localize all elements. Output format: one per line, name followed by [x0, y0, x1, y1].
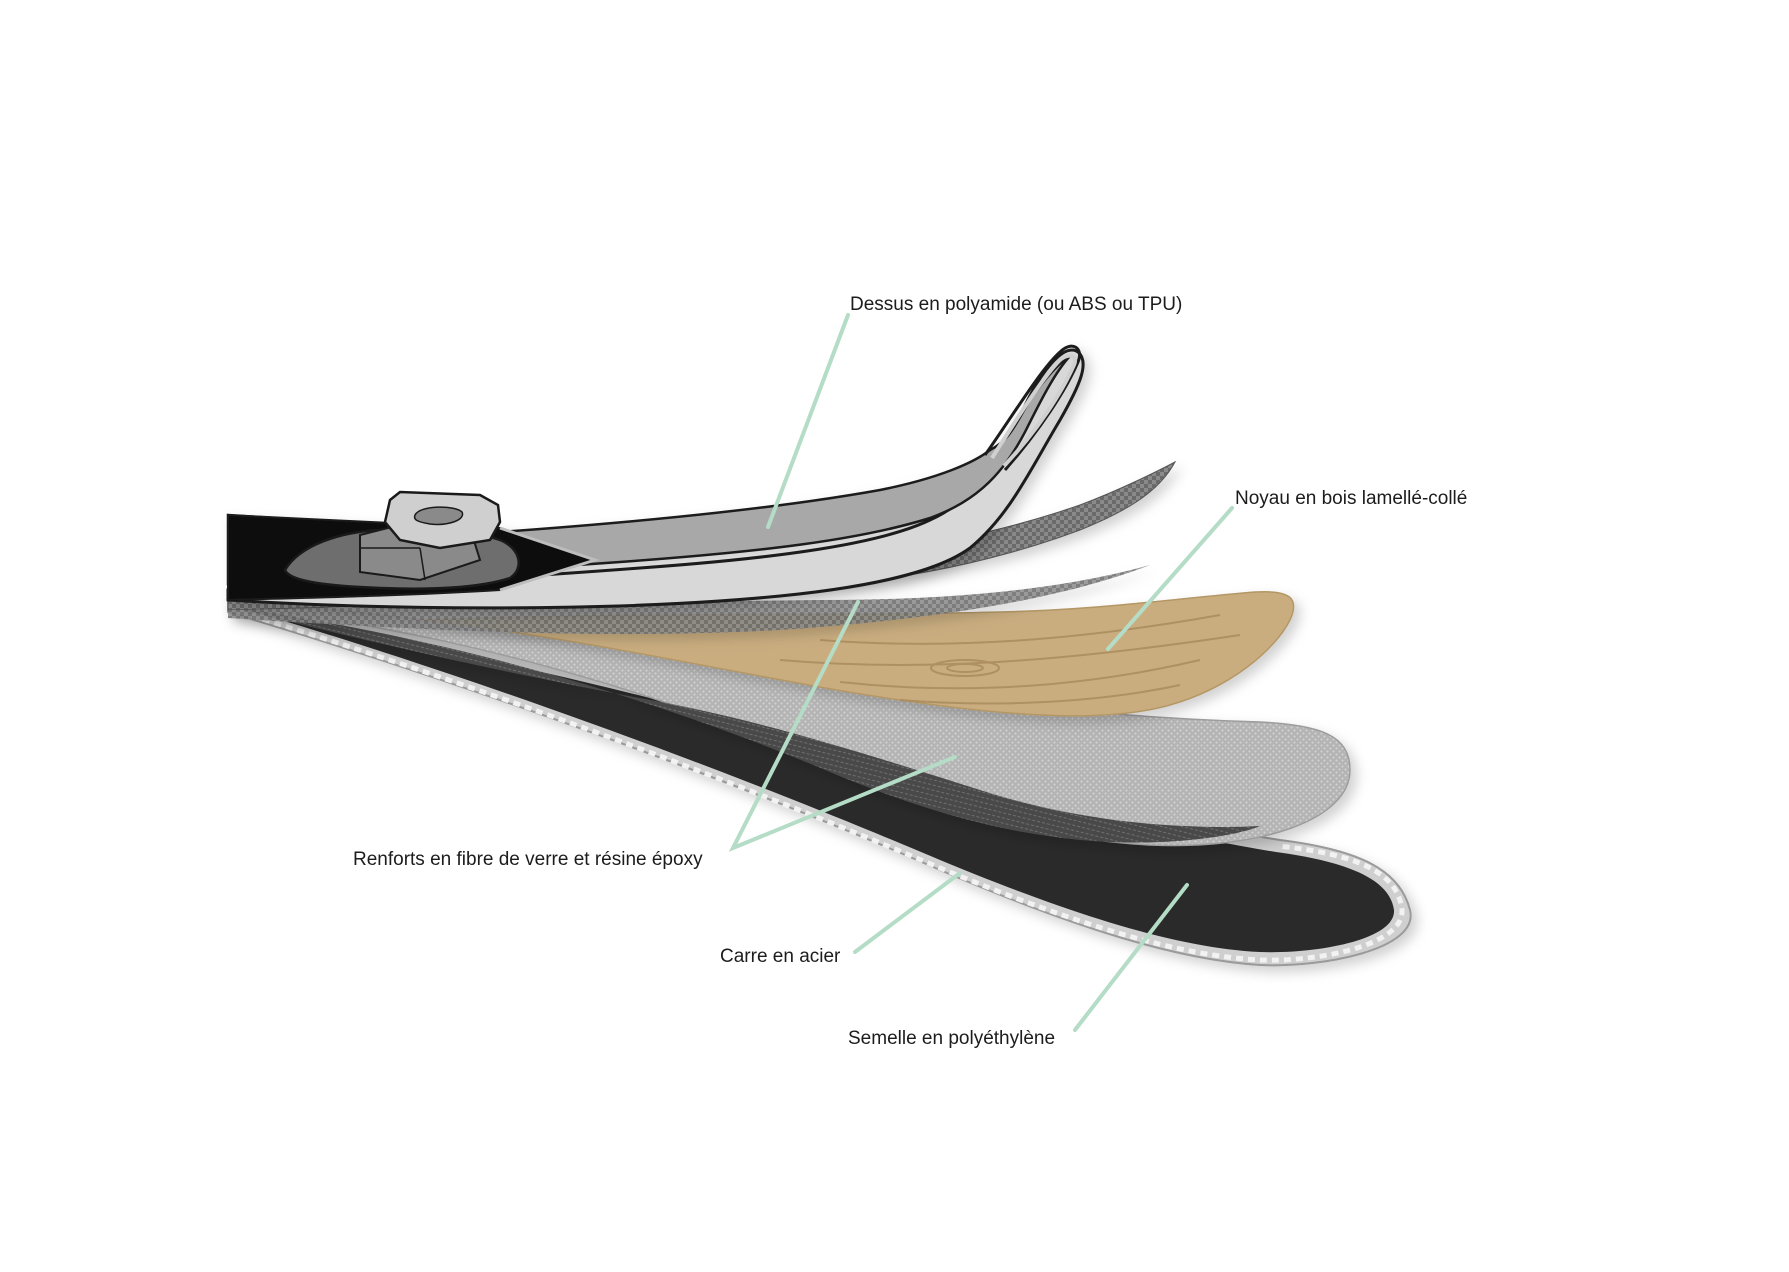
label-base: Semelle en polyéthylène [848, 1028, 1055, 1049]
leader-lines [728, 313, 1234, 1032]
leader-base [1073, 883, 1189, 1032]
label-edge: Carre en acier [720, 946, 841, 967]
tip-loop [983, 344, 1081, 471]
leader-edge [853, 871, 962, 954]
label-top-sheet: Dessus en polyamide (ou ABS ou TPU) [850, 294, 1182, 315]
leader-top-sheet [766, 313, 850, 529]
binding-icon [283, 490, 520, 590]
label-reinforcement: Renforts en fibre de verre et résine épo… [353, 849, 703, 870]
leader-reinforcement [728, 600, 957, 852]
base-sole [228, 604, 1395, 953]
steel-edge-dashes [239, 609, 1405, 963]
top-sheet-surface [226, 354, 1071, 586]
leader-core [1106, 506, 1234, 651]
label-core: Noyau en bois lamellé-collé [1235, 488, 1467, 509]
